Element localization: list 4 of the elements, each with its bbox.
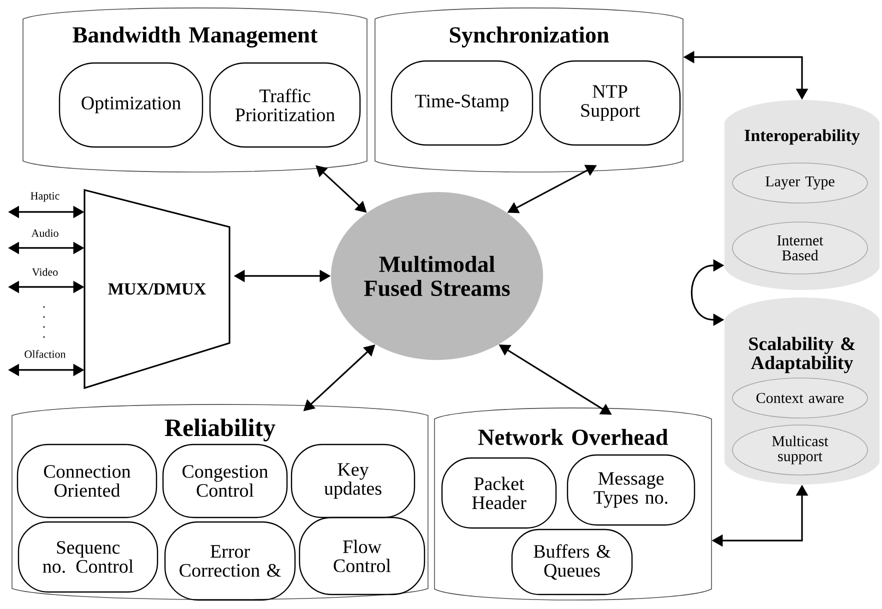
- edge-label: Haptic: [29, 191, 61, 203]
- edge-label: Audio: [30, 228, 60, 238]
- edge-label: Video: [30, 267, 60, 277]
- edge-label: Olfaction: [23, 349, 67, 359]
